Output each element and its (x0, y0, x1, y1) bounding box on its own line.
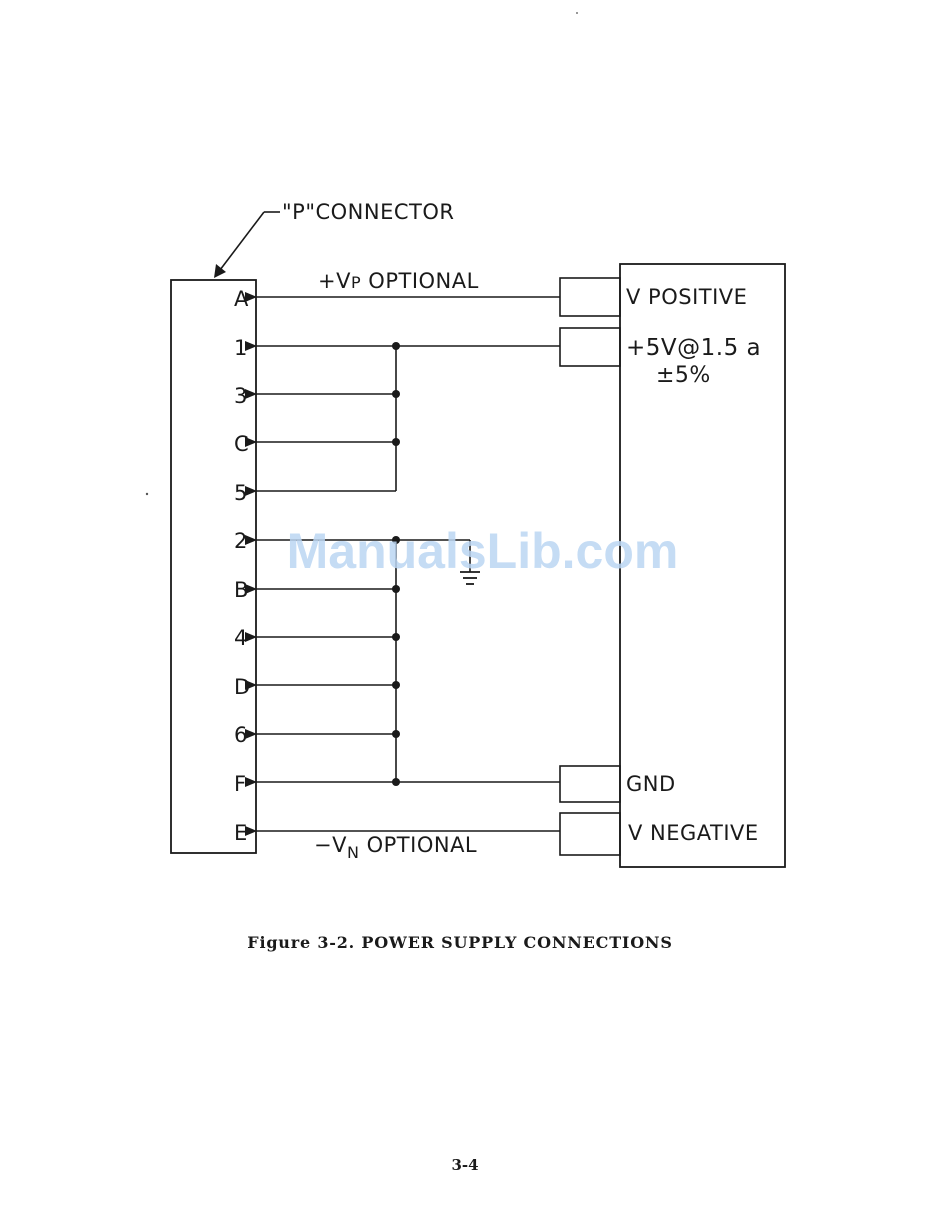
gnd-label: GND (626, 772, 676, 796)
pin-label: 2 (234, 529, 247, 553)
pin-label: 3 (234, 384, 247, 408)
pin-label: 5 (234, 481, 247, 505)
pin-label: 4 (234, 626, 247, 650)
p-connector-block (171, 280, 256, 853)
junction-dot (392, 585, 400, 593)
pin-label: F (234, 772, 246, 796)
pin-label: C (234, 432, 249, 456)
junction-dot (392, 778, 400, 786)
v-negative-terminal (560, 813, 620, 855)
pin-label: 1 (234, 336, 247, 360)
pin-label: A (234, 287, 249, 311)
ground-symbol-icon (460, 540, 480, 584)
junction-dot (392, 390, 400, 398)
connector-leader-arrowhead (214, 264, 226, 278)
plus-5v-terminal (560, 328, 620, 366)
junction-dot (392, 633, 400, 641)
figure-caption: Figure 3-2. POWER SUPPLY CONNECTIONS (0, 933, 920, 952)
connector-label: "P"CONNECTOR (282, 200, 454, 224)
v-positive-label: V POSITIVE (626, 285, 747, 309)
vn-optional-subscript: N (347, 843, 359, 862)
vn-optional-prefix: −V (314, 833, 347, 857)
vp-optional-label: +VP OPTIONAL (318, 269, 479, 293)
v-positive-terminal (560, 278, 620, 316)
pin-label: 6 (234, 723, 247, 747)
junction-dot (392, 438, 400, 446)
junction-dot (392, 342, 400, 350)
gnd-terminal (560, 766, 620, 802)
junction-dot (392, 730, 400, 738)
vn-optional-suffix: OPTIONAL (359, 833, 477, 857)
pin-label: D (234, 675, 250, 699)
pin-label: E (234, 821, 247, 845)
vp-optional-prefix: +V (318, 269, 351, 293)
vp-optional-suffix: OPTIONAL (361, 269, 479, 293)
pin-label: B (234, 578, 248, 602)
junction-dot (392, 536, 400, 544)
pin-labels: A 1 3 C 5 2 B 4 D 6 F E (234, 287, 250, 845)
scan-speck (146, 493, 148, 495)
plus-5v-label: +5V@1.5 a (626, 335, 761, 361)
connector-leader-arrow (220, 212, 264, 270)
vp-optional-subscript: P (351, 273, 361, 292)
junction-dot (392, 681, 400, 689)
vn-optional-label: −VN OPTIONAL (314, 833, 477, 862)
page-number: 3-4 (0, 1156, 930, 1174)
scan-speck (576, 12, 578, 14)
v-negative-label: V NEGATIVE (628, 821, 759, 845)
tolerance-label: ±5% (656, 363, 711, 388)
